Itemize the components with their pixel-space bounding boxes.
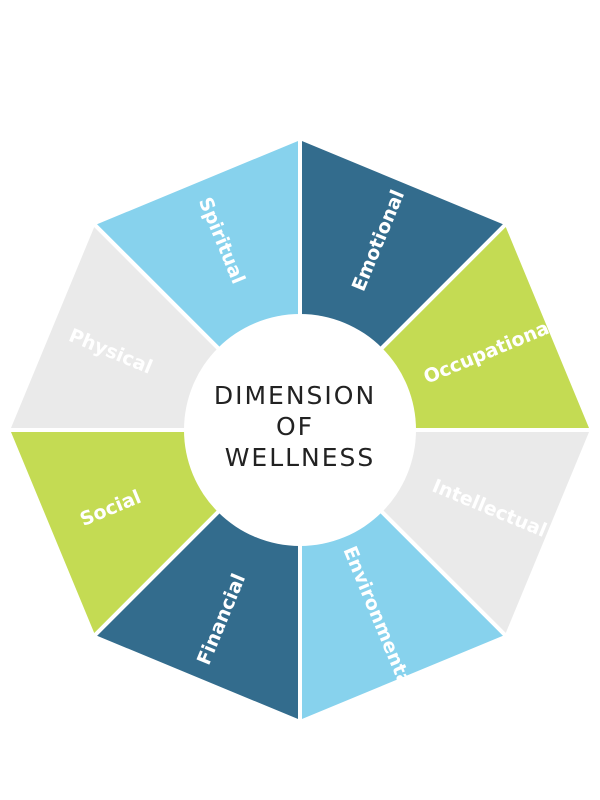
center-title: DIMENSION OF WELLNESS [214, 381, 386, 472]
center-title-line-2: OF [276, 412, 314, 441]
center-title-line-3: WELLNESS [225, 443, 376, 472]
center-title-line-1: DIMENSION [214, 381, 376, 410]
center-circle [184, 314, 416, 546]
